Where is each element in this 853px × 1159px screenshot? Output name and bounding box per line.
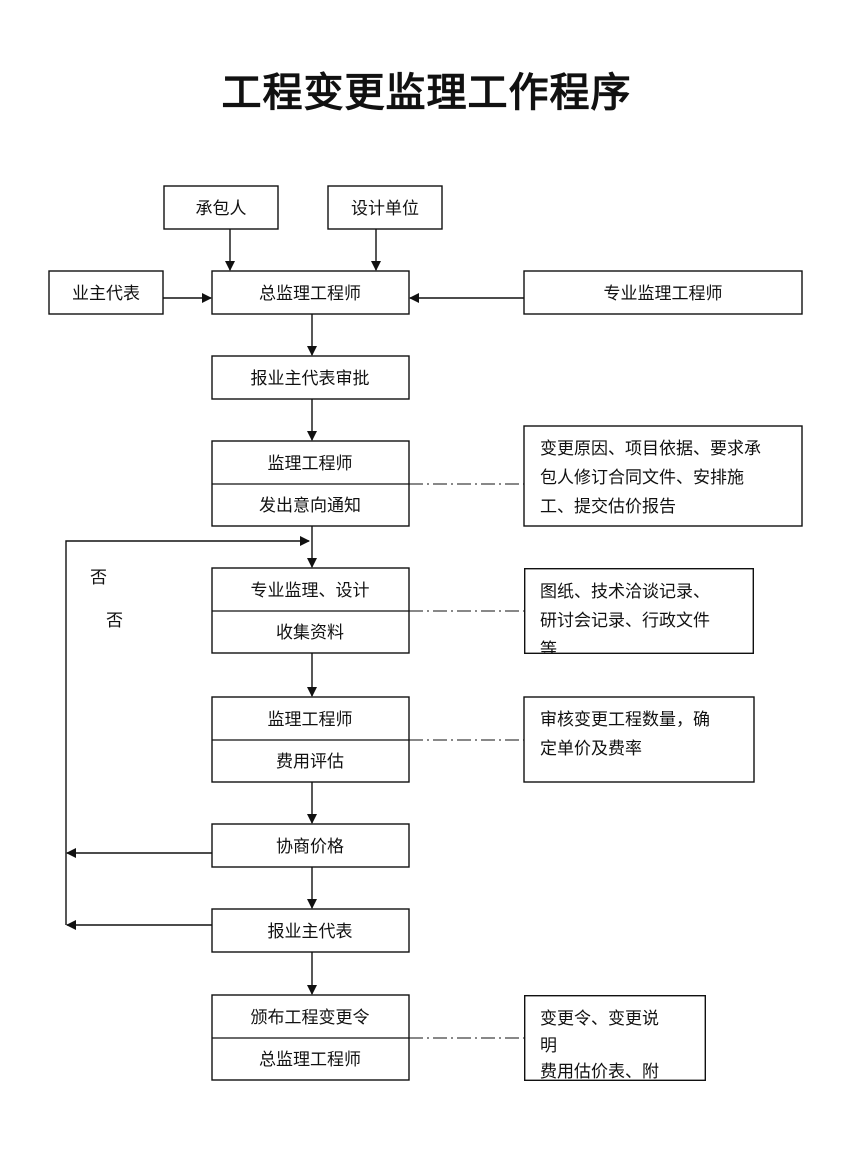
note-issue: 变更令、变更说 明 费用估价表、附 [524, 995, 706, 1082]
svg-text:设计单位: 设计单位 [351, 199, 419, 219]
svg-text:总监理工程师: 总监理工程师 [259, 1050, 361, 1070]
note-collect: 图纸、技术洽谈记录、 研讨会记录、行政文件 等 [524, 568, 754, 660]
label-no-2: 否 [106, 611, 123, 631]
node-report-owner: 报业主代表 [211, 908, 410, 953]
svg-text:颁布工程变更令: 颁布工程变更令 [251, 1008, 370, 1028]
note-notice: 变更原因、项目依据、要求承 包人修订合同文件、安排施 工、提交估价报告 [523, 425, 803, 527]
node-contractor: 承包人 [163, 185, 279, 230]
node-collect: 专业监理、设计 收集资料 [211, 567, 410, 654]
node-negotiate: 协商价格 [211, 823, 410, 868]
node-owner-rep: 业主代表 [48, 270, 164, 315]
svg-text:研讨会记录、行政文件: 研讨会记录、行政文件 [540, 611, 710, 631]
node-chief-engineer: 总监理工程师 [211, 270, 410, 315]
node-specialty-engineer: 专业监理工程师 [523, 270, 803, 315]
note-cost: 审核变更工程数量，确 定单价及费率 [523, 696, 755, 783]
svg-text:变更原因、项目依据、要求承: 变更原因、项目依据、要求承 [540, 439, 761, 459]
svg-text:定单价及费率: 定单价及费率 [540, 739, 642, 759]
svg-text:明: 明 [540, 1036, 557, 1056]
page-title: 工程变更监理工作程序 [221, 70, 632, 116]
edge-loop-back [65, 536, 310, 925]
svg-text:工、提交估价报告: 工、提交估价报告 [540, 497, 676, 517]
svg-text:报业主代表审批: 报业主代表审批 [251, 369, 370, 389]
svg-text:费用评估: 费用评估 [276, 752, 344, 772]
svg-text:审核变更工程数量，确: 审核变更工程数量，确 [540, 710, 710, 730]
svg-text:变更令、变更说: 变更令、变更说 [540, 1009, 659, 1029]
svg-text:总监理工程师: 总监理工程师 [259, 284, 361, 304]
node-issue: 颁布工程变更令 总监理工程师 [211, 994, 410, 1081]
svg-text:包人修订合同文件、安排施: 包人修订合同文件、安排施 [540, 468, 744, 488]
svg-text:监理工程师: 监理工程师 [268, 454, 353, 474]
svg-text:费用估价表、附: 费用估价表、附 [540, 1062, 659, 1082]
svg-text:收集资料: 收集资料 [276, 623, 344, 643]
node-design-unit: 设计单位 [327, 185, 443, 230]
node-submit-approval: 报业主代表审批 [211, 355, 410, 400]
svg-text:等: 等 [540, 640, 557, 660]
node-cost: 监理工程师 费用评估 [211, 696, 410, 783]
svg-text:协商价格: 协商价格 [276, 837, 344, 857]
label-no-1: 否 [90, 568, 107, 588]
svg-text:监理工程师: 监理工程师 [268, 710, 353, 730]
node-notice: 监理工程师 发出意向通知 [211, 440, 410, 527]
svg-text:业主代表: 业主代表 [72, 284, 140, 304]
svg-text:发出意向通知: 发出意向通知 [259, 496, 361, 516]
svg-text:专业监理工程师: 专业监理工程师 [604, 284, 723, 304]
svg-text:专业监理、设计: 专业监理、设计 [251, 581, 370, 601]
svg-text:承包人: 承包人 [196, 199, 247, 219]
svg-text:报业主代表: 报业主代表 [268, 922, 353, 942]
svg-text:图纸、技术洽谈记录、: 图纸、技术洽谈记录、 [540, 582, 710, 602]
